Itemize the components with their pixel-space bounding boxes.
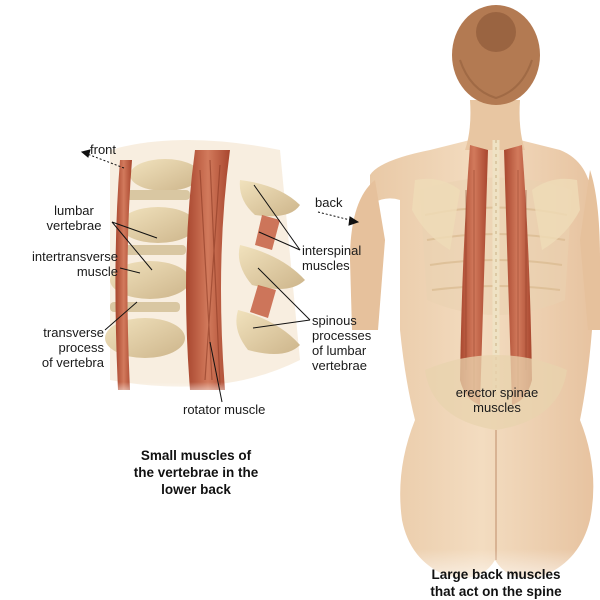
lumbar-detail (100, 140, 320, 400)
caption-small-muscles: Small muscles of the vertebrae in the lo… (96, 447, 296, 498)
interspinal-muscles-label: interspinal muscles (302, 243, 361, 273)
rotator-muscle-label: rotator muscle (183, 402, 265, 417)
back-label: back (315, 195, 342, 210)
caption-large-muscles: Large back muscles that act on the spine (392, 566, 600, 600)
intertransverse-muscle-label: intertransverse muscle (4, 249, 118, 279)
lumbar-vertebrae-label: lumbar vertebrae (34, 203, 114, 233)
erector-spinae-label: erector spinae muscles (432, 385, 562, 415)
spinous-processes-label: spinous processes of lumbar vertebrae (312, 313, 371, 373)
back-figure (340, 5, 600, 600)
transverse-process-label: transverse process of vertebra (4, 325, 104, 370)
front-label: front (90, 142, 116, 157)
